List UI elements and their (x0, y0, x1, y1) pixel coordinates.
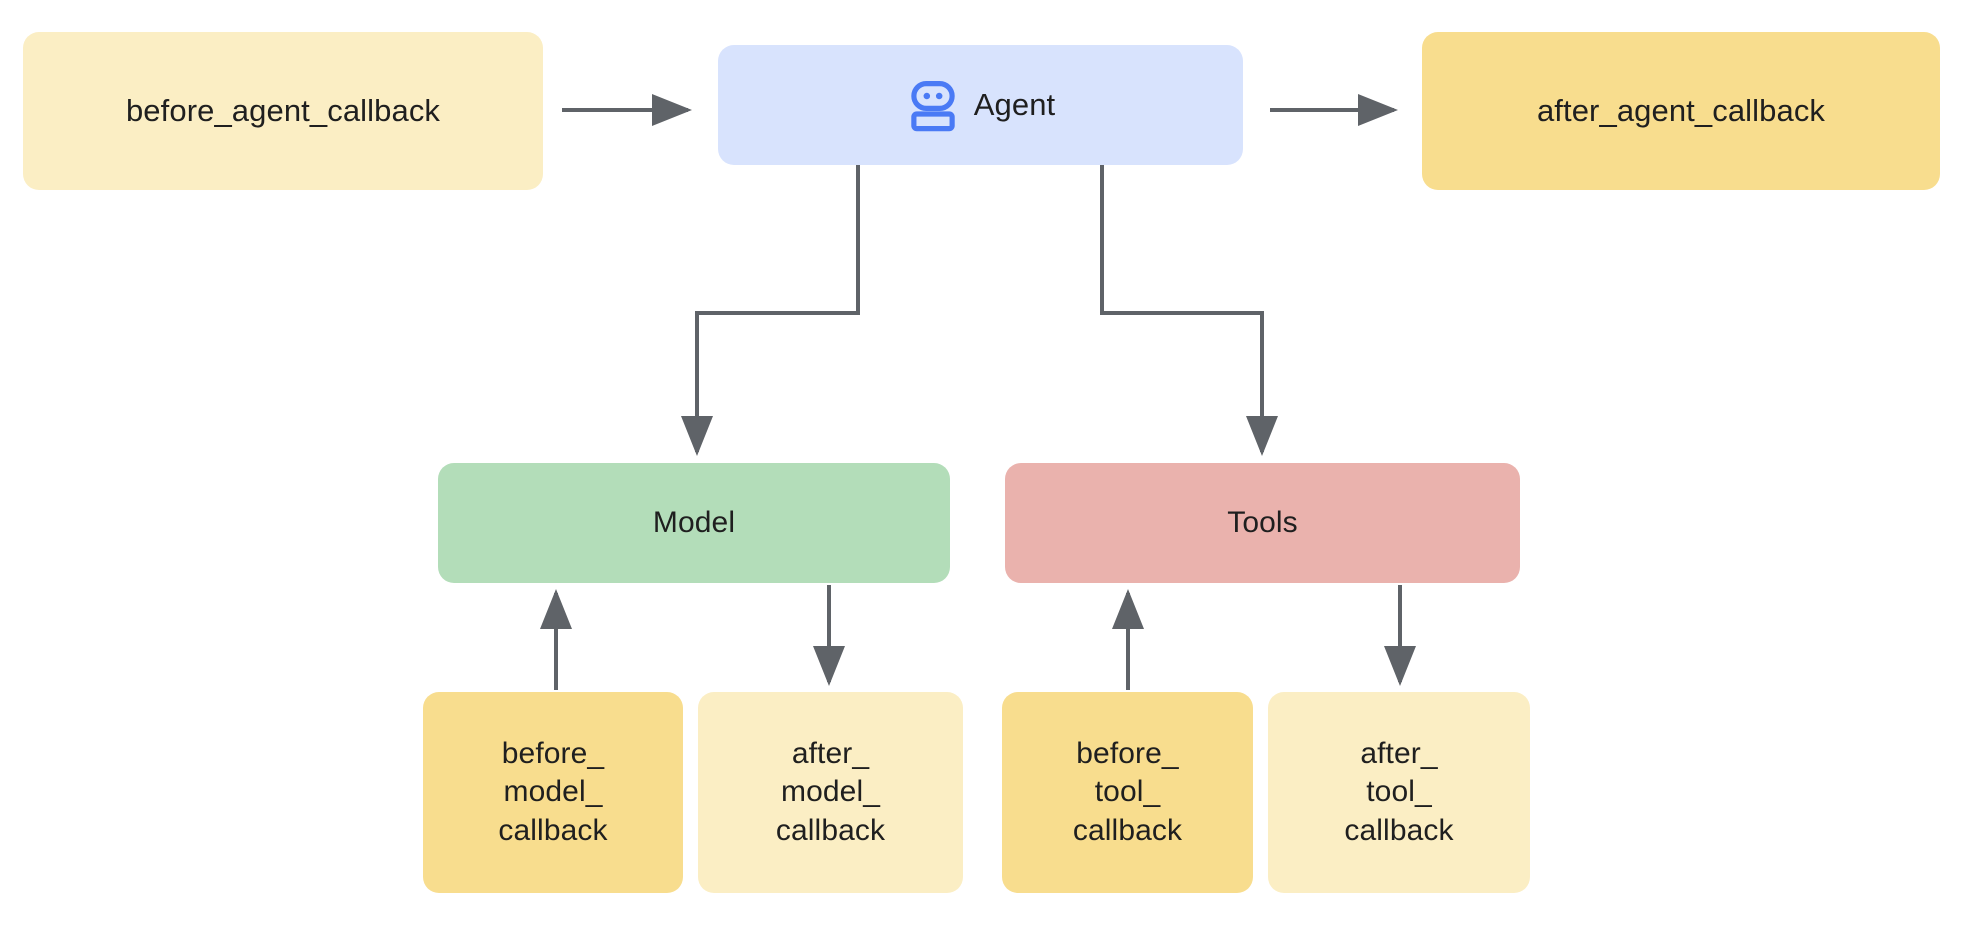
node-after-tool-callback-label: after_ tool_ callback (1344, 736, 1454, 847)
node-model-label: Model (652, 505, 736, 539)
node-tools-label: Tools (1227, 505, 1298, 539)
node-tools[interactable]: Tools (1005, 463, 1520, 583)
node-after-agent-callback-label: after_agent_callback (1536, 93, 1826, 129)
node-before-model-callback-label: before_ model_ callback (498, 736, 608, 847)
node-before-model-callback[interactable]: before_ model_ callback (423, 692, 683, 893)
node-after-model-callback[interactable]: after_ model_ callback (698, 692, 963, 893)
node-before-tool-callback[interactable]: before_ tool_ callback (1002, 692, 1253, 893)
edge-agent-to-model (681, 165, 860, 456)
node-before-agent-callback[interactable]: before_agent_callback (23, 32, 543, 190)
node-after-model-callback-label: after_ model_ callback (775, 736, 886, 847)
node-after-tool-callback[interactable]: after_ tool_ callback (1268, 692, 1530, 893)
node-agent[interactable]: Agent (718, 45, 1243, 165)
node-agent-label: Agent (973, 87, 1056, 123)
robot-icon (906, 78, 960, 132)
node-before-agent-callback-label: before_agent_callback (125, 93, 441, 129)
edge-agent-to-tools (1100, 165, 1278, 456)
node-before-tool-callback-label: before_ tool_ callback (1072, 736, 1183, 847)
node-model[interactable]: Model (438, 463, 950, 583)
node-after-agent-callback[interactable]: after_agent_callback (1422, 32, 1940, 190)
